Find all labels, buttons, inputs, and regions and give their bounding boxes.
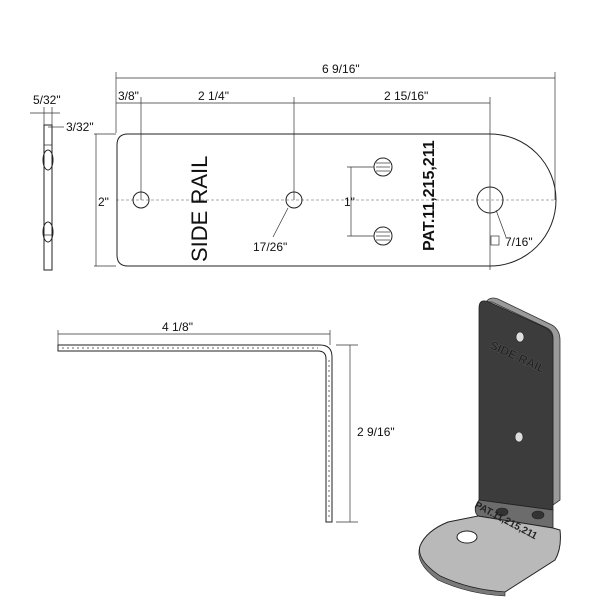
question-box-icon (490, 235, 500, 246)
edge-thickness-label-1: 5/32" (33, 93, 61, 107)
side-rail-text: SIDE RAIL (187, 156, 212, 262)
slot-top (373, 157, 393, 177)
hole-spacing-1-label: 2 1/4" (198, 89, 229, 103)
edge-thickness-label-2: 3/32" (66, 120, 94, 134)
large-hole-label: 7/16" (505, 235, 533, 249)
hole-spacing-2-label: 2 15/16" (384, 89, 428, 103)
overall-width-label: 6 9/16" (322, 62, 360, 76)
height-label: 2" (98, 195, 109, 209)
first-hole-label: 3/8" (118, 89, 139, 103)
patent-text: PAT.11,215,211 (421, 140, 438, 251)
vertical-leg-label: 2 9/16" (357, 425, 395, 439)
bracket-3d-render: SIDE RAIL PAT.11,215,211 (418, 297, 561, 597)
slot-spacing-label: 1" (344, 195, 355, 209)
horizontal-leg-label: 4 1/8" (162, 320, 193, 334)
edge-view: 5/32" 3/32" (30, 93, 94, 271)
small-hole-label: 17/26" (253, 240, 287, 254)
slot-bottom (373, 226, 393, 246)
flat-plate-view: 6 9/16" 3/8" 2 1/4" 2 15/16" 2" (94, 62, 557, 270)
bent-profile-view: 4 1/8" 2 9/16" (57, 320, 395, 523)
